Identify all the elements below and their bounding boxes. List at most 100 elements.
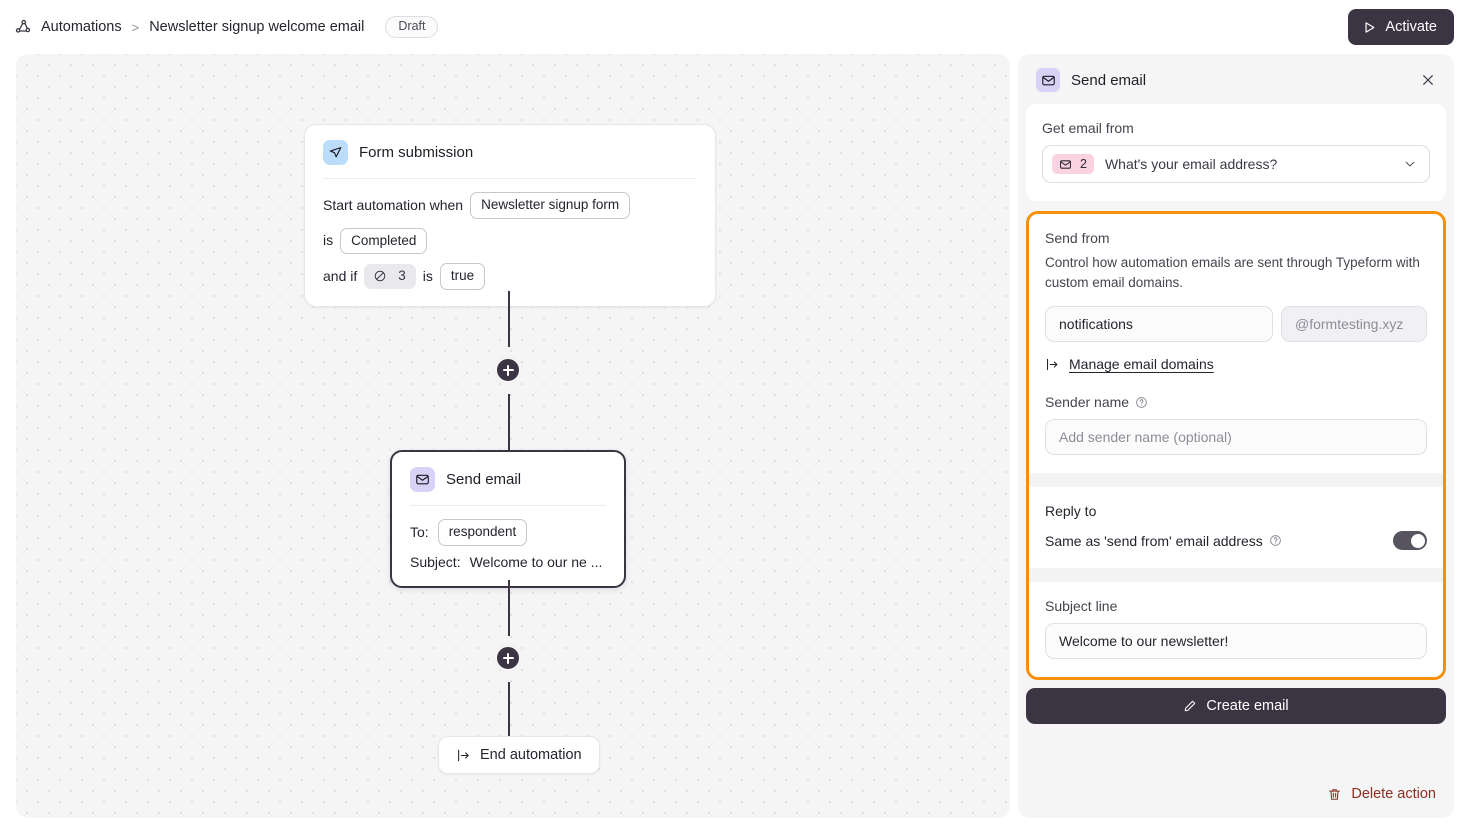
get-email-from-select[interactable]: 2 What's your email address? [1042,145,1430,183]
reply-to-toggle[interactable] [1393,531,1427,551]
activate-button[interactable]: Activate [1348,9,1454,45]
add-step-button-2[interactable] [494,644,522,672]
connector-line-1 [508,291,510,347]
action-node-body: To: respondent Subject: Welcome to our n… [392,506,624,586]
manage-email-domains-text: Manage email domains [1069,356,1214,373]
delete-action-button[interactable]: Delete action [1327,786,1436,802]
action-node-header: Send email [392,452,624,505]
breadcrumb: Automations > Newsletter signup welcome … [14,15,439,39]
action-subject-label: Subject: [410,553,461,570]
trigger-condition-row-2: is Completed [323,227,697,255]
trigger-node-title: Form submission [359,144,474,161]
send-from-description: Control how automation emails are sent t… [1045,255,1420,290]
question-circle-icon [1135,396,1148,409]
breadcrumb-current: Newsletter signup welcome email [149,19,365,35]
trigger-row1-prefix: Start automation when [323,196,464,213]
connector-line-3 [508,580,510,636]
trigger-field-number: 3 [398,267,406,283]
get-email-from-value: What's your email address? [1104,156,1278,172]
activate-label: Activate [1385,19,1437,35]
action-to-chip[interactable]: respondent [437,519,528,546]
trigger-condition-row-1: Start automation when Newsletter signup … [323,192,697,219]
delete-action-label: Delete action [1351,786,1436,802]
reply-to-toggle-label: Same as 'send from' email address [1045,533,1282,549]
breadcrumb-separator: > [131,19,140,35]
send-from-label: Send from [1045,230,1110,246]
trigger-form-chip[interactable]: Newsletter signup form [470,192,631,219]
action-subject-value: Welcome to our ne ... [469,553,603,570]
flow-container: Form submission Start automation when Ne… [16,54,1010,818]
sender-name-input[interactable] [1045,419,1427,456]
automation-canvas[interactable]: Form submission Start automation when Ne… [16,54,1010,818]
envelope-icon [1059,158,1072,171]
sender-name-section: Sender name [1029,390,1443,474]
add-step-button-1[interactable] [494,356,522,384]
action-to-row: To: respondent [410,519,606,546]
section-divider-2 [1029,568,1443,583]
action-node-divider [410,505,606,506]
action-to-label: To: [410,524,429,541]
reply-to-toggle-text: Same as 'send from' email address [1045,532,1263,549]
send-from-field-row [1045,306,1427,343]
panel-title: Send email [1071,71,1147,89]
send-email-config-panel: Send email Get email from [1018,54,1454,818]
close-icon [1420,72,1436,88]
get-email-from-card: Get email from 2 What's your email addre… [1026,104,1446,201]
create-email-label: Create email [1206,698,1289,715]
send-from-section: Send from Control how automation emails … [1029,214,1443,391]
send-from-local-input[interactable] [1045,306,1273,343]
exit-icon [456,748,471,763]
breadcrumb-root-link[interactable]: Automations [41,19,122,35]
panel-header: Send email [1018,54,1454,104]
trigger-row3-mid: is [422,267,433,284]
envelope-icon [410,467,435,492]
external-link-icon [1045,357,1060,372]
end-automation-button[interactable]: End automation [438,736,600,774]
status-badge: Draft [385,15,439,39]
get-email-from-label: Get email from [1042,120,1134,136]
subject-line-input[interactable] [1045,623,1427,660]
trash-icon [1327,787,1342,802]
subject-line-section: Subject line [1029,582,1443,678]
trigger-field-chip[interactable]: 3 [364,263,416,289]
panel-footer: Delete action [1309,772,1454,818]
section-divider-1 [1029,473,1443,488]
manage-email-domains-link[interactable]: Manage email domains [1045,356,1427,372]
envelope-icon [1036,68,1060,92]
workflow-icon [14,18,32,36]
reply-to-label: Reply to [1045,503,1097,520]
create-email-button[interactable]: Create email [1026,688,1446,725]
reply-to-toggle-row: Same as 'send from' email address [1045,531,1427,551]
action-node-title: Send email [446,471,522,488]
sender-name-label: Sender name [1045,394,1427,410]
trigger-row2-prefix: is [323,232,334,249]
subject-line-label: Subject line [1045,598,1118,615]
trigger-row3-prefix: and if [323,267,358,284]
pencil-icon [1183,699,1197,713]
connector-line-2 [508,394,510,452]
question-badge-number: 2 [1080,157,1087,171]
reply-to-section: Reply to Same as 'send from' email addre… [1029,487,1443,569]
trigger-condition-row-3: and if 3 is true [323,263,697,290]
send-from-highlight-group: Send from Control how automation emails … [1026,211,1446,681]
play-icon [1362,20,1377,35]
action-node-send-email[interactable]: Send email To: respondent Subject: Welco… [390,450,626,588]
top-bar: Automations > Newsletter signup welcome … [0,0,1470,54]
trigger-node-divider [323,178,697,179]
connector-line-4 [508,682,510,738]
panel-body: Get email from 2 What's your email addre… [1018,104,1454,725]
paper-plane-icon [323,140,348,165]
trigger-node-header: Form submission [305,125,715,178]
sender-name-label-text: Sender name [1045,394,1130,411]
end-automation-label: End automation [480,747,582,763]
send-from-domain-input[interactable] [1281,306,1427,343]
trigger-status-chip[interactable]: Completed [340,227,428,255]
question-circle-icon [1269,534,1282,547]
action-subject-row: Subject: Welcome to our ne ... [410,554,606,570]
trigger-value-chip[interactable]: true [439,263,486,290]
chevron-down-icon [1403,157,1417,171]
question-badge: 2 [1052,154,1094,174]
trigger-node-body: Start automation when Newsletter signup … [305,179,715,306]
trigger-node-form-submission[interactable]: Form submission Start automation when Ne… [304,124,716,307]
close-panel-button[interactable] [1416,68,1440,92]
